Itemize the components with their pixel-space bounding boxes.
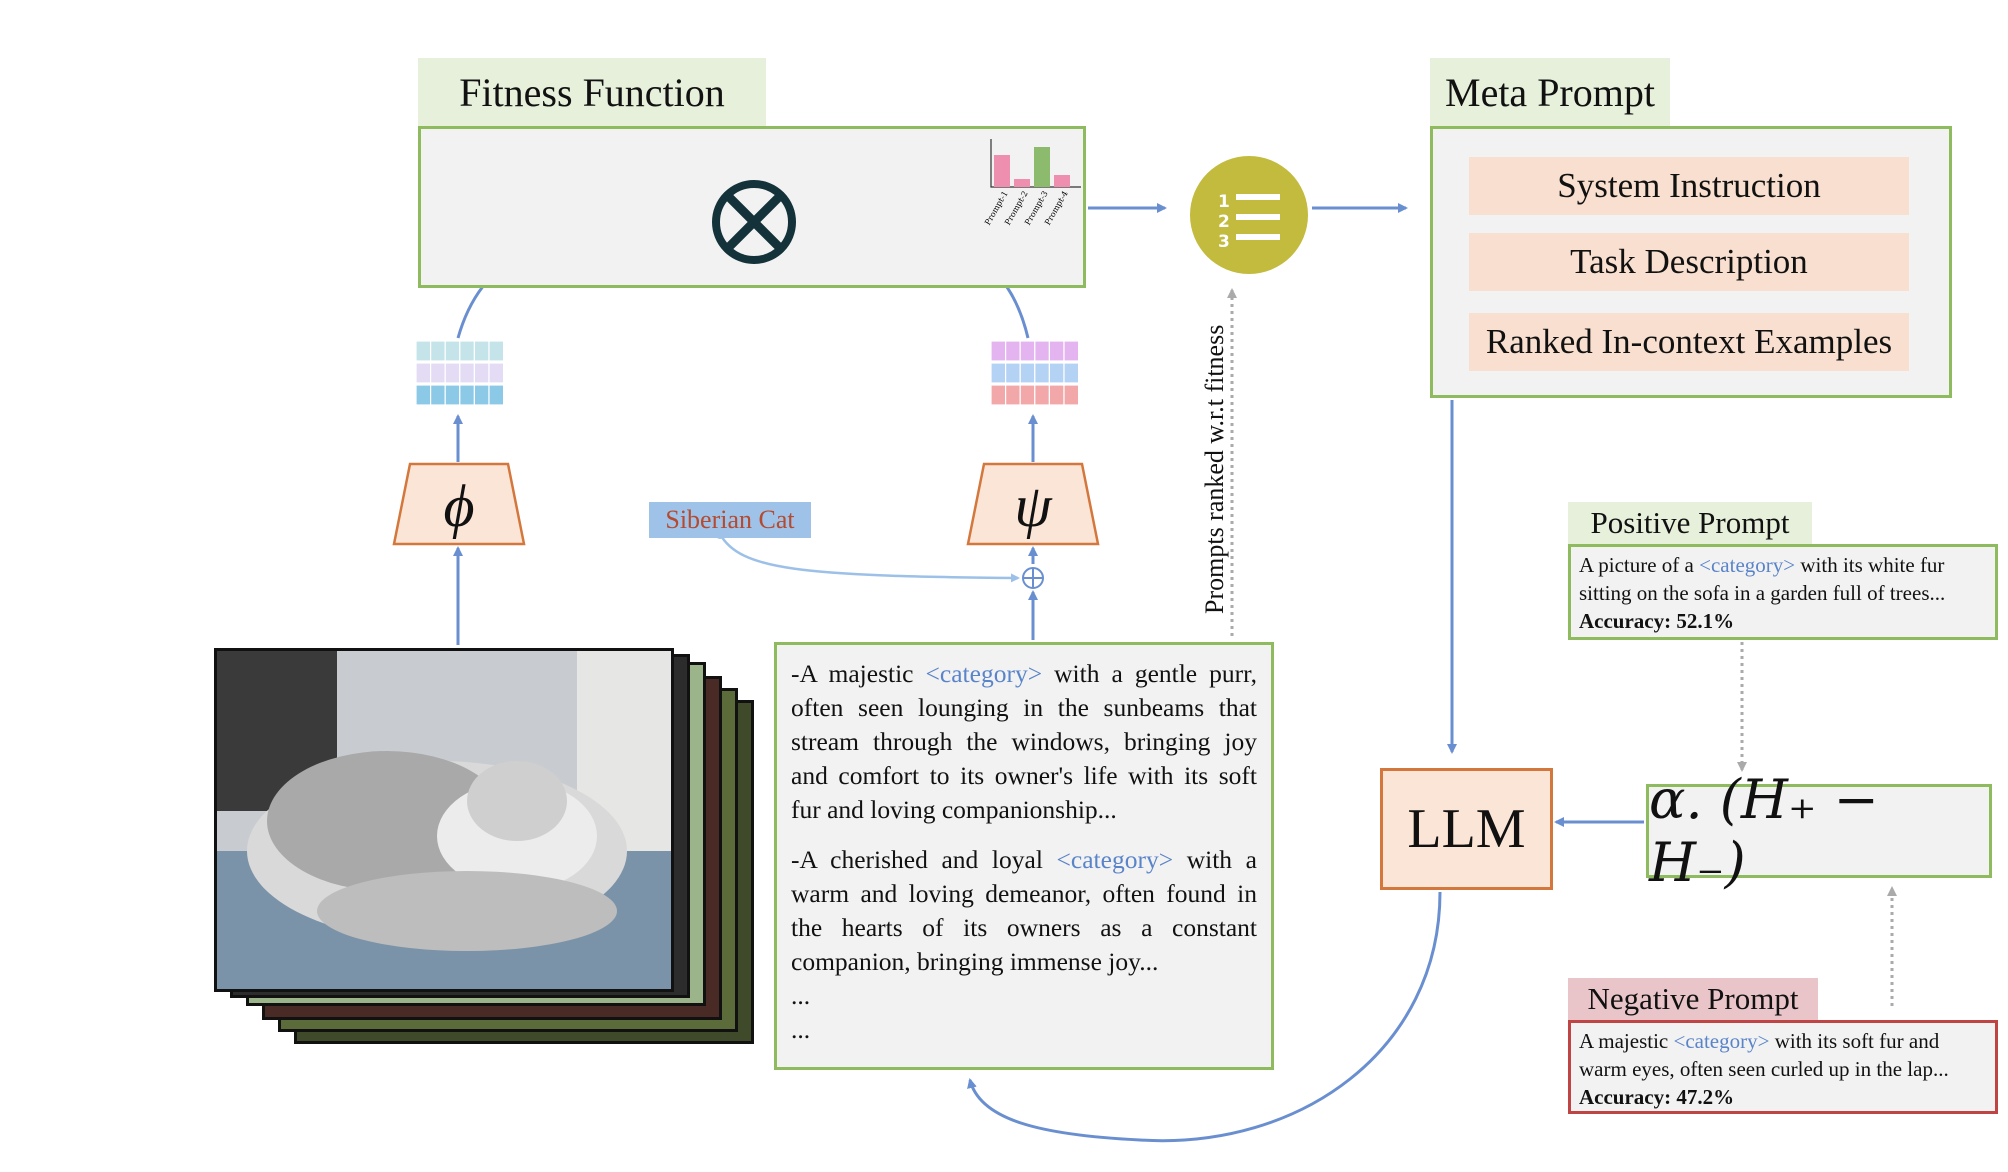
- candidate-prompt: -A cherished and loyal <category> with a…: [791, 845, 1257, 976]
- positive-prompt-title: Positive Prompt: [1568, 502, 1812, 544]
- feature-cell: [473, 362, 490, 384]
- feature-cell: [459, 384, 475, 406]
- ranking-icon: 1 2 3: [1190, 156, 1308, 274]
- feature-cell: [415, 362, 432, 384]
- ranked-examples-item: Ranked In-context Examples: [1469, 313, 1909, 371]
- feature-cell: [1063, 340, 1080, 362]
- feature-cell: [444, 340, 461, 362]
- ellipsis: ...: [791, 1015, 811, 1044]
- chart-bar: [1034, 147, 1050, 187]
- feature-cell: [1005, 384, 1021, 406]
- feature-cell: [1034, 362, 1050, 384]
- feature-cell: [990, 384, 1007, 406]
- llm-to-prompts-arrow: [967, 891, 1442, 1143]
- feature-cell: [430, 362, 446, 384]
- chart-bar: [994, 155, 1010, 187]
- llm-box: LLM: [1380, 768, 1553, 890]
- phi-symbol: ϕ: [443, 473, 475, 539]
- feature-cell: [1034, 384, 1050, 406]
- meta-prompt-title: Meta Prompt: [1430, 58, 1670, 126]
- feature-cell: [488, 384, 505, 406]
- svg-text:2: 2: [1218, 212, 1230, 232]
- feature-cell: [1019, 340, 1036, 362]
- chart-axis: [990, 139, 1081, 188]
- ranking-note: Prompts ranked w.r.t fitness: [1200, 324, 1229, 614]
- feature-cell: [415, 384, 432, 406]
- positive-prompt-box: A picture of a <category> with its white…: [1568, 544, 1998, 640]
- label-to-plus-arrow: [718, 533, 1020, 583]
- feature-cell: [1063, 362, 1080, 384]
- negative-prompt-text: A majestic <category> with its soft fur …: [1579, 1029, 1949, 1081]
- objective-formula: α. (H₊ − H₋): [1646, 768, 1992, 894]
- text-feature-grid: [990, 340, 1080, 406]
- feature-cell: [473, 340, 490, 362]
- task-description-item: Task Description: [1469, 233, 1909, 291]
- feature-cell: [1019, 384, 1036, 406]
- feature-cell: [1048, 362, 1065, 384]
- image-encoder: ϕ: [392, 462, 526, 546]
- feature-cell: [1005, 362, 1021, 384]
- feature-cell: [444, 384, 461, 406]
- chart-bar: [1014, 179, 1030, 187]
- feature-cell: [1034, 340, 1050, 362]
- candidate-prompts-box: -A majestic <category> with a gentle pur…: [774, 642, 1274, 1070]
- feature-cell: [1019, 362, 1036, 384]
- cat-photo: [214, 648, 674, 992]
- ellipsis: ...: [791, 981, 811, 1010]
- positive-prompt-text: A picture of a <category> with its white…: [1579, 553, 1946, 605]
- feature-cell: [488, 340, 505, 362]
- feature-cell: [990, 340, 1007, 362]
- category-placeholder: <category>: [1673, 1029, 1770, 1053]
- feature-cell: [1048, 340, 1065, 362]
- feature-cell: [990, 362, 1007, 384]
- image-feature-grid: [415, 340, 505, 406]
- svg-text:1: 1: [1218, 192, 1230, 212]
- feature-cell: [459, 362, 475, 384]
- product-operator-icon: [712, 180, 796, 264]
- feature-cell: [459, 340, 475, 362]
- feature-cell: [488, 362, 505, 384]
- svg-text:3: 3: [1218, 232, 1230, 252]
- category-placeholder: <category>: [1699, 553, 1796, 577]
- chart-bar: [1054, 175, 1070, 187]
- negative-prompt-title: Negative Prompt: [1568, 978, 1818, 1020]
- feature-cell: [444, 362, 461, 384]
- feature-cell: [415, 340, 432, 362]
- feature-cell: [430, 340, 446, 362]
- candidate-prompt: -A majestic <category> with a gentle pur…: [791, 659, 1257, 824]
- feature-cell: [1063, 384, 1080, 406]
- class-name-label: Siberian Cat: [649, 502, 811, 538]
- feature-cell: [430, 384, 446, 406]
- negative-prompt-box: A majestic <category> with its soft fur …: [1568, 1020, 1998, 1114]
- psi-symbol: ψ: [1014, 473, 1052, 539]
- fitness-function-title: Fitness Function: [418, 58, 766, 126]
- meta-prompt-box: System Instruction Task Description Rank…: [1430, 126, 1952, 398]
- category-placeholder: <category>: [925, 659, 1043, 688]
- negative-accuracy: Accuracy: 47.2%: [1579, 1085, 1735, 1109]
- category-placeholder: <category>: [1056, 845, 1174, 874]
- positive-accuracy: Accuracy: 52.1%: [1579, 609, 1735, 633]
- text-encoder: ψ: [966, 462, 1100, 546]
- feature-cell: [473, 384, 490, 406]
- feature-cell: [1005, 340, 1021, 362]
- add-operator-icon: [1022, 567, 1044, 589]
- system-instruction-item: System Instruction: [1469, 157, 1909, 215]
- feature-cell: [1048, 384, 1065, 406]
